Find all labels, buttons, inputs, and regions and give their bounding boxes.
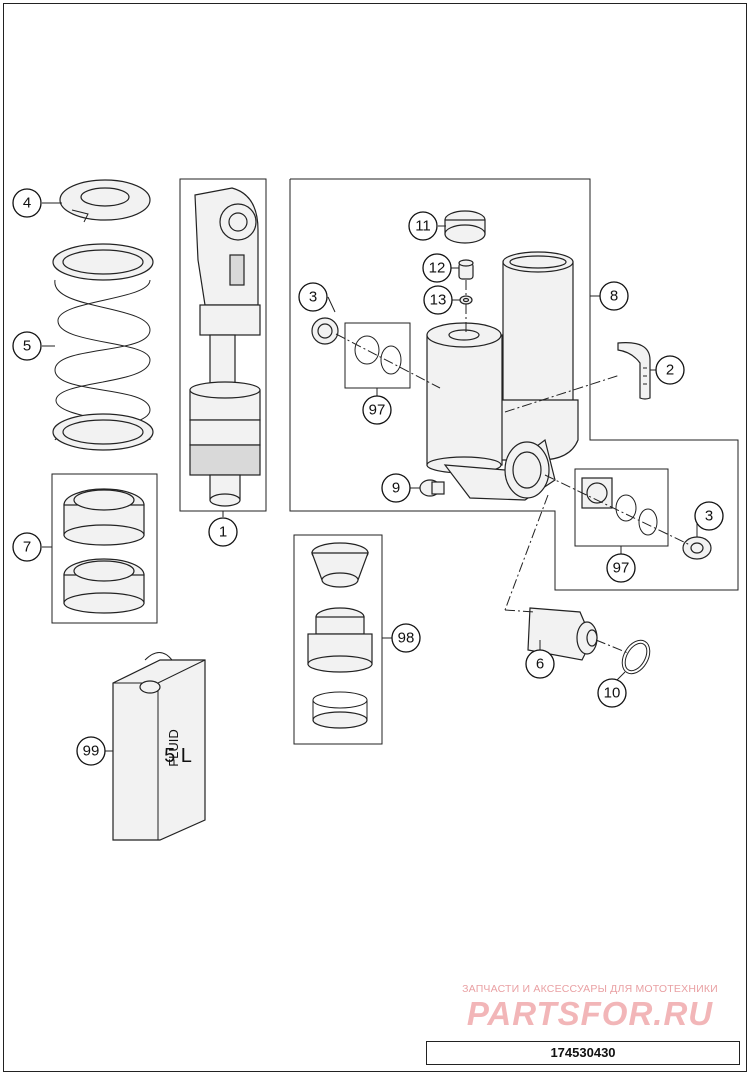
callout-11: 11 [408,211,438,241]
washer-part [459,295,473,305]
document-number: 174530430 [426,1041,740,1065]
clamp-part [617,342,651,400]
callout-12: 12 [422,253,452,283]
svg-text:2: 2 [666,362,674,379]
svg-text:11: 11 [415,218,431,235]
bump-rubber-kit-parts [307,542,373,729]
fluid-can-part: FLUID 5 L [112,652,206,841]
svg-text:3: 3 [309,289,317,306]
callout-3-left: 3 [298,282,328,312]
callout-5: 5 [12,331,42,361]
o-ring-part [621,639,651,675]
bleed-screw-part [419,479,445,497]
page-frame [3,3,747,1072]
callout-8: 8 [599,281,629,311]
watermark-logo: PARTSFOR.RU [466,995,714,1032]
svg-text:7: 7 [23,539,31,556]
svg-text:8: 8 [610,288,618,305]
svg-text:97: 97 [369,402,386,419]
leader-lines [42,202,698,752]
svg-text:4: 4 [23,195,31,212]
reservoir-assembly-part [426,251,579,501]
callout-97-right: 97 [606,553,636,583]
svg-text:5: 5 [23,338,31,355]
svg-text:99: 99 [83,743,100,760]
callout-3-right: 3 [694,501,724,531]
fluid-can-label-fluid: FLUID [166,729,181,767]
svg-text:98: 98 [398,630,415,647]
adjusting-rings-part [63,488,145,614]
watermark-tagline: ЗАПЧАСТИ И АКСЕССУАРЫ ДЛЯ МОТОТЕХНИКИ [462,983,718,995]
callout-7: 7 [12,532,42,562]
callout-98: 98 [391,623,421,653]
valve-part [458,259,474,280]
piston-part [527,607,598,661]
seal-rings-part-left [354,335,402,375]
callout-13: 13 [423,285,453,315]
group-box-reservoir-assembly [289,178,739,591]
watermark: ЗАПЧАСТИ И АКСЕССУАРЫ ДЛЯ МОТОТЕХНИКИ PA… [440,983,740,1033]
svg-text:3: 3 [705,508,713,525]
reservoir-cap-part [444,210,486,244]
fluid-can-label-volume: 5 L [164,745,192,767]
spring-part [52,243,154,451]
group-box-bump-rubber-kit [293,534,383,745]
svg-text:9: 9 [392,480,400,497]
callout-2: 2 [655,355,685,385]
seal-part-left [311,317,339,345]
svg-text:6: 6 [536,656,544,673]
callout-9: 9 [381,473,411,503]
group-box-adjusting-rings [51,473,158,624]
svg-text:1: 1 [219,524,227,541]
svg-text:13: 13 [430,292,447,309]
callout-6: 6 [525,649,555,679]
svg-text:10: 10 [604,685,621,702]
callout-97-left: 97 [362,395,392,425]
seal-kit-right-parts [581,477,658,536]
seal-part-right [682,536,712,560]
callout-1: 1 [208,517,238,547]
spring-retainer-part [59,179,151,223]
svg-text:97: 97 [613,560,630,577]
callout-4: 4 [12,188,42,218]
svg-text:12: 12 [429,260,446,277]
callout-99: 99 [76,736,106,766]
shock-absorber-part [189,187,261,507]
callout-10: 10 [597,678,627,708]
